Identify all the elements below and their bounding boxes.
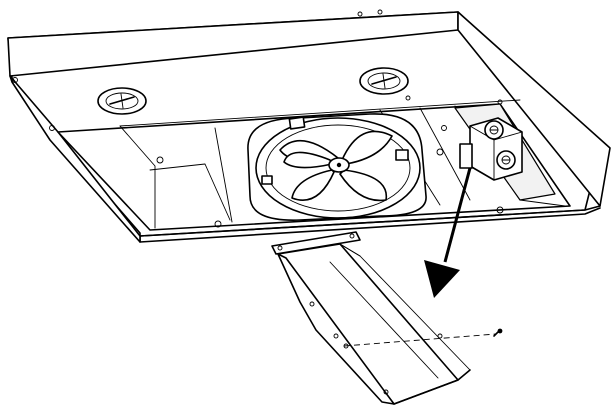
- light-left: [97, 87, 147, 115]
- screw: [493, 328, 503, 337]
- fascia-hole: [357, 11, 363, 17]
- mounting-hole: [496, 206, 504, 214]
- fan-blade: [291, 169, 335, 201]
- mounting-hole: [156, 156, 164, 164]
- duct-side: [277, 253, 395, 405]
- duct-transition: [271, 231, 471, 405]
- light-right: [359, 67, 409, 95]
- fan-blade: [339, 169, 388, 202]
- fascia-hole: [12, 77, 18, 83]
- fascia-hole: [49, 125, 55, 131]
- electrical-box: [459, 117, 523, 181]
- fascia-hole: [497, 99, 503, 105]
- mounting-hole: [436, 148, 444, 156]
- fascia-hole: [377, 9, 383, 15]
- blower-fan: [247, 113, 427, 221]
- direction-arrow: [424, 167, 472, 298]
- fan-blade: [283, 151, 333, 169]
- mounting-hole: [214, 220, 222, 228]
- alignment-line: [343, 333, 497, 347]
- mounting-hole: [441, 125, 447, 131]
- duct-flange: [271, 231, 361, 255]
- fascia-hole: [405, 95, 411, 101]
- fan-blade: [341, 130, 393, 165]
